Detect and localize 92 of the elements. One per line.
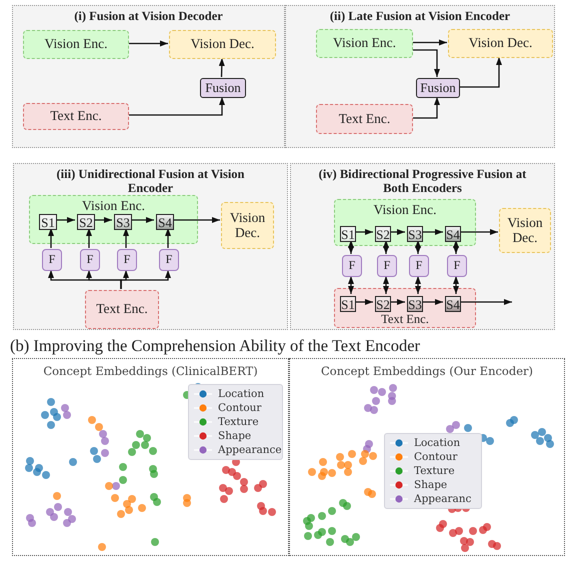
encoder-label: Vision Enc.	[81, 198, 146, 214]
arrow	[86, 228, 92, 248]
fusion-block: F	[117, 249, 137, 271]
arrow	[123, 228, 129, 248]
fusion-block: F	[80, 249, 100, 271]
double-arrow	[348, 276, 354, 294]
diagram-panel	[290, 163, 555, 330]
diagram-panel	[12, 5, 285, 148]
legend-label: Location	[218, 388, 264, 400]
stage-box: S4	[445, 296, 461, 312]
fusion-box: Fusion	[416, 78, 460, 98]
double-arrow	[383, 276, 389, 294]
encoder-box: Vision Enc.	[23, 30, 129, 59]
stage-box: S3	[114, 214, 132, 230]
arrow	[354, 299, 373, 305]
arrow	[412, 40, 447, 46]
fusion-block: F	[409, 255, 429, 277]
double-arrow	[383, 240, 389, 254]
panel-title: (iii) Unidirectional Fusion at Vision Encoder	[56, 167, 246, 196]
decoder-box: Vision Dec.	[448, 29, 553, 58]
legend-label: Appearanc	[414, 493, 472, 505]
legend-label: Shape	[218, 430, 252, 442]
legend-label: Shape	[414, 479, 448, 491]
arrow	[172, 217, 220, 223]
encoder-container	[334, 199, 476, 246]
fusion-block: F	[342, 255, 362, 277]
stage-box: S1	[340, 226, 356, 242]
arrow	[421, 299, 443, 305]
encoder-box: Text Enc.	[316, 104, 413, 134]
encoder-container	[334, 288, 476, 328]
arrow	[165, 228, 171, 248]
arrow	[459, 229, 498, 235]
arrow	[128, 40, 168, 46]
encoder-container	[29, 195, 198, 244]
arrow	[412, 49, 440, 77]
stage-box: S1	[39, 214, 57, 230]
encoder-label: Text Enc.	[380, 312, 430, 327]
fusion-block: F	[159, 249, 179, 271]
arrow	[459, 57, 502, 88]
stage-box: S4	[156, 214, 174, 230]
stage-box: S3	[407, 226, 423, 242]
legend-label: Texture	[414, 465, 455, 477]
stage-box: S2	[375, 296, 391, 312]
decoder-box: Vision Dec.	[499, 208, 551, 253]
arrow	[389, 299, 405, 305]
encoder-label: Vision Enc.	[372, 202, 438, 218]
arrow	[55, 217, 75, 223]
arrow	[354, 229, 373, 235]
panel-title: (i) Fusion at Vision Decoder	[73, 9, 224, 24]
double-arrow	[348, 240, 354, 254]
legend-label: Contour	[218, 402, 262, 414]
decoder-box: Vision Dec.	[221, 202, 274, 249]
panel-title: (ii) Late Fusion at Vision Encoder	[328, 9, 512, 24]
diagram-panel	[285, 5, 555, 148]
arrow	[120, 270, 171, 289]
double-arrow	[415, 240, 421, 254]
arrow	[459, 299, 512, 305]
arrow	[389, 229, 405, 235]
encoder-box: Text Enc.	[23, 103, 129, 130]
arrow	[128, 97, 225, 116]
section-heading: (b) Improving the Comprehension Ability of the Text Encoder	[10, 336, 420, 356]
arrow	[93, 217, 112, 223]
plot-title: Concept Embeddings (ClinicalBERT)	[42, 364, 259, 378]
legend-label: Appearance	[218, 444, 282, 456]
double-arrow	[453, 240, 459, 254]
fusion-block: F	[42, 249, 62, 271]
panel-title: (iv) Bidirectional Progressive Fusion at Both Encoders	[318, 167, 528, 196]
legend-label: Location	[414, 437, 460, 449]
stage-box: S1	[340, 296, 356, 312]
fusion-box: Fusion	[200, 78, 246, 98]
double-arrow	[453, 276, 459, 294]
legend-label: Texture	[218, 416, 259, 428]
arrow	[421, 229, 443, 235]
arrow	[48, 228, 54, 248]
arrow	[218, 58, 225, 78]
stage-box: S2	[375, 226, 391, 242]
fusion-block: F	[447, 255, 467, 277]
encoder-box: Text Enc.	[85, 290, 159, 329]
encoder-box: Vision Enc.	[316, 29, 413, 58]
double-arrow	[415, 276, 421, 294]
arrow	[412, 97, 440, 119]
decoder-box: Vision Dec.	[169, 30, 276, 59]
stage-box: S3	[407, 296, 423, 312]
fusion-block: F	[377, 255, 397, 277]
arrow	[130, 217, 154, 223]
plot-panel	[12, 358, 289, 556]
plot-title: Concept Embeddings (Our Encoder)	[320, 364, 534, 378]
stage-box: S2	[77, 214, 95, 230]
legend-label: Contour	[414, 451, 458, 463]
diagram-panel	[13, 163, 288, 330]
stage-box: S4	[445, 226, 461, 242]
plot-panel	[289, 358, 565, 556]
